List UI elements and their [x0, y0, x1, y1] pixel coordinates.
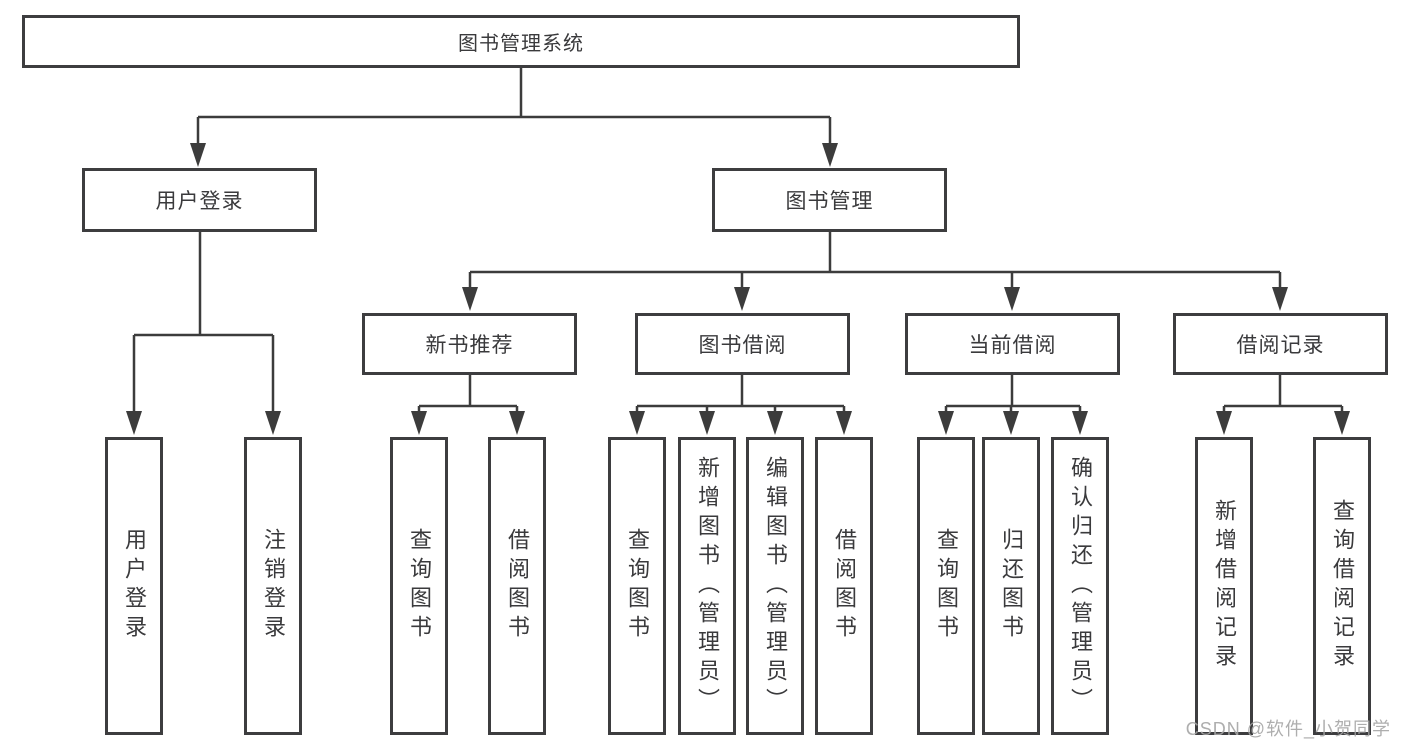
leaf-borrow-books-recommend: 借阅图书 [488, 437, 546, 735]
node-label: 图书管理系统 [458, 33, 584, 55]
connector-book-mgmt-to-level3 [468, 232, 1282, 289]
arrowhead [1216, 411, 1232, 435]
leaf-query-books-recommend: 查询图书 [390, 437, 448, 735]
leaf-label: 编辑图书（管理员） [763, 455, 788, 717]
connector-book-borrow-to-leaves [635, 375, 846, 413]
leaf-edit-book-admin: 编辑图书（管理员） [746, 437, 804, 735]
node-label: 图书借阅 [698, 334, 787, 357]
leaf-label: 借阅图书 [505, 528, 530, 644]
leaf-query-borrow-record: 查询借阅记录 [1313, 437, 1371, 735]
leaf-label: 新增图书（管理员） [695, 455, 720, 717]
arrowhead [1272, 287, 1288, 311]
arrowhead [509, 411, 525, 435]
leaf-logout: 注销登录 [244, 437, 302, 735]
arrowhead [265, 411, 281, 435]
leaf-label: 查询图书 [625, 528, 650, 644]
node-label: 用户登录 [155, 190, 244, 213]
leaf-label: 用户登录 [122, 528, 147, 644]
arrowhead [126, 411, 142, 435]
leaf-label: 查询借阅记录 [1330, 499, 1355, 673]
arrowhead [190, 143, 206, 167]
arrowhead [1334, 411, 1350, 435]
leaf-label: 确认归还（管理员） [1068, 455, 1093, 717]
node-current-borrow: 当前借阅 [905, 313, 1120, 375]
arrowhead [411, 411, 427, 435]
arrowhead [767, 411, 783, 435]
arrowhead [629, 411, 645, 435]
node-new-book-recommend: 新书推荐 [362, 313, 577, 375]
node-book-borrow: 图书借阅 [635, 313, 850, 375]
leaf-label: 查询图书 [407, 528, 432, 644]
node-book-management: 图书管理 [712, 168, 947, 232]
csdn-watermark: CSDN @软件_小贺同学 [1185, 719, 1391, 739]
leaf-borrow-books-borrow: 借阅图书 [815, 437, 873, 735]
node-label: 当前借阅 [968, 334, 1057, 357]
leaf-query-books-current: 查询图书 [917, 437, 975, 735]
connector-user-login-to-leaves [132, 232, 275, 413]
leaf-add-borrow-record: 新增借阅记录 [1195, 437, 1253, 735]
leaf-label: 注销登录 [261, 528, 286, 644]
arrowhead [462, 287, 478, 311]
connector-root-to-level2 [196, 67, 832, 145]
leaf-query-books-borrow: 查询图书 [608, 437, 666, 735]
arrowhead [1003, 411, 1019, 435]
arrowhead [734, 287, 750, 311]
connector-new-book-rec-to-leaves [417, 375, 519, 413]
node-label: 新书推荐 [425, 334, 514, 357]
leaf-user-login: 用户登录 [105, 437, 163, 735]
connector-current-borrow-to-leaves [944, 375, 1082, 413]
node-label: 图书管理 [785, 190, 874, 213]
arrowhead [938, 411, 954, 435]
node-library-management-system: 图书管理系统 [22, 15, 1020, 68]
leaf-confirm-return-admin: 确认归还（管理员） [1051, 437, 1109, 735]
leaf-label: 归还图书 [999, 528, 1024, 644]
leaf-label: 新增借阅记录 [1212, 499, 1237, 673]
leaf-label: 借阅图书 [832, 528, 857, 644]
node-label: 借阅记录 [1236, 334, 1325, 357]
arrowhead [836, 411, 852, 435]
arrowhead [822, 143, 838, 167]
arrowhead [1004, 287, 1020, 311]
node-user-login: 用户登录 [82, 168, 317, 232]
leaf-add-book-admin: 新增图书（管理员） [678, 437, 736, 735]
leaf-label: 查询图书 [934, 528, 959, 644]
node-borrow-records: 借阅记录 [1173, 313, 1388, 375]
connector-borrow-records-to-leaves [1222, 375, 1344, 413]
leaf-return-book: 归还图书 [982, 437, 1040, 735]
arrowhead [1072, 411, 1088, 435]
arrowhead [699, 411, 715, 435]
